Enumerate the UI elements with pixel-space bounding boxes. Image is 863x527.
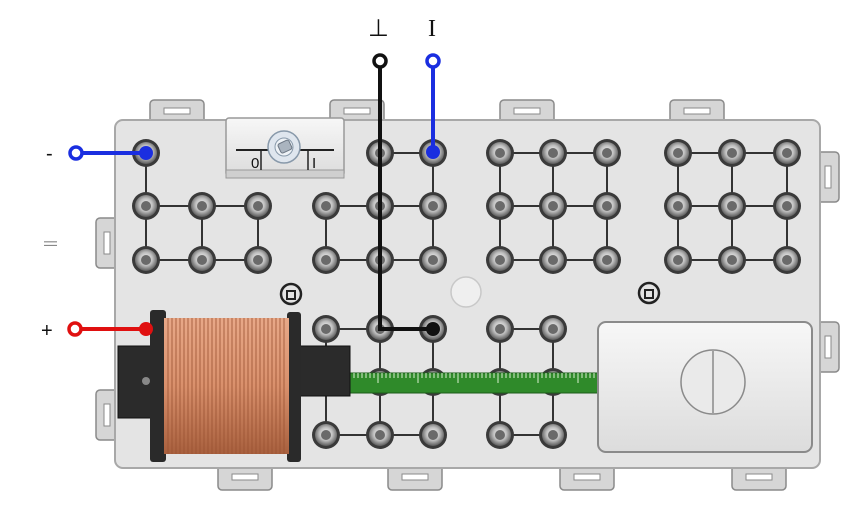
socket[interactable] <box>312 192 340 220</box>
socket[interactable] <box>312 315 340 343</box>
center-hole <box>450 276 482 308</box>
ground-symbol-label: ⊥ <box>368 16 389 42</box>
socket[interactable] <box>664 139 692 167</box>
socket[interactable] <box>486 192 514 220</box>
plus-label: + <box>41 320 53 342</box>
socket[interactable] <box>366 421 394 449</box>
socket[interactable] <box>718 139 746 167</box>
socket[interactable] <box>419 246 447 274</box>
socket[interactable] <box>312 421 340 449</box>
minus-label: - <box>46 143 53 165</box>
socket[interactable] <box>593 139 621 167</box>
socket[interactable] <box>773 246 801 274</box>
socket-grid <box>132 139 801 449</box>
circled-arrow-logo <box>279 282 303 306</box>
socket[interactable] <box>244 192 272 220</box>
sensor-box <box>597 321 813 453</box>
socket[interactable] <box>419 421 447 449</box>
socket[interactable] <box>486 139 514 167</box>
socket[interactable] <box>718 192 746 220</box>
blue-wire-top[interactable] <box>425 53 441 159</box>
socket[interactable] <box>244 246 272 274</box>
black-wire[interactable] <box>372 53 440 336</box>
coil <box>150 310 301 462</box>
toggle-switch[interactable]: 0 I <box>225 117 345 179</box>
socket[interactable] <box>593 192 621 220</box>
socket[interactable] <box>312 246 340 274</box>
current-symbol-label: I <box>428 16 436 42</box>
socket[interactable] <box>539 139 567 167</box>
socket[interactable] <box>593 246 621 274</box>
switch-off-label: 0 <box>251 155 259 172</box>
socket[interactable] <box>539 246 567 274</box>
side-marker: || <box>44 240 60 247</box>
socket[interactable] <box>188 246 216 274</box>
socket[interactable] <box>773 139 801 167</box>
socket[interactable] <box>188 192 216 220</box>
socket[interactable] <box>664 246 692 274</box>
red-wire[interactable] <box>67 321 153 337</box>
socket[interactable] <box>539 421 567 449</box>
socket[interactable] <box>664 192 692 220</box>
socket[interactable] <box>486 421 514 449</box>
socket[interactable] <box>539 192 567 220</box>
circled-arrow-logo <box>637 281 661 305</box>
socket[interactable] <box>539 315 567 343</box>
socket[interactable] <box>486 246 514 274</box>
socket[interactable] <box>132 192 160 220</box>
ruler <box>294 372 606 394</box>
socket[interactable] <box>419 192 447 220</box>
blue-wire-left[interactable] <box>68 145 153 161</box>
socket[interactable] <box>718 246 746 274</box>
socket[interactable] <box>132 246 160 274</box>
socket[interactable] <box>773 192 801 220</box>
switch-on-label: I <box>312 155 316 172</box>
socket[interactable] <box>486 315 514 343</box>
